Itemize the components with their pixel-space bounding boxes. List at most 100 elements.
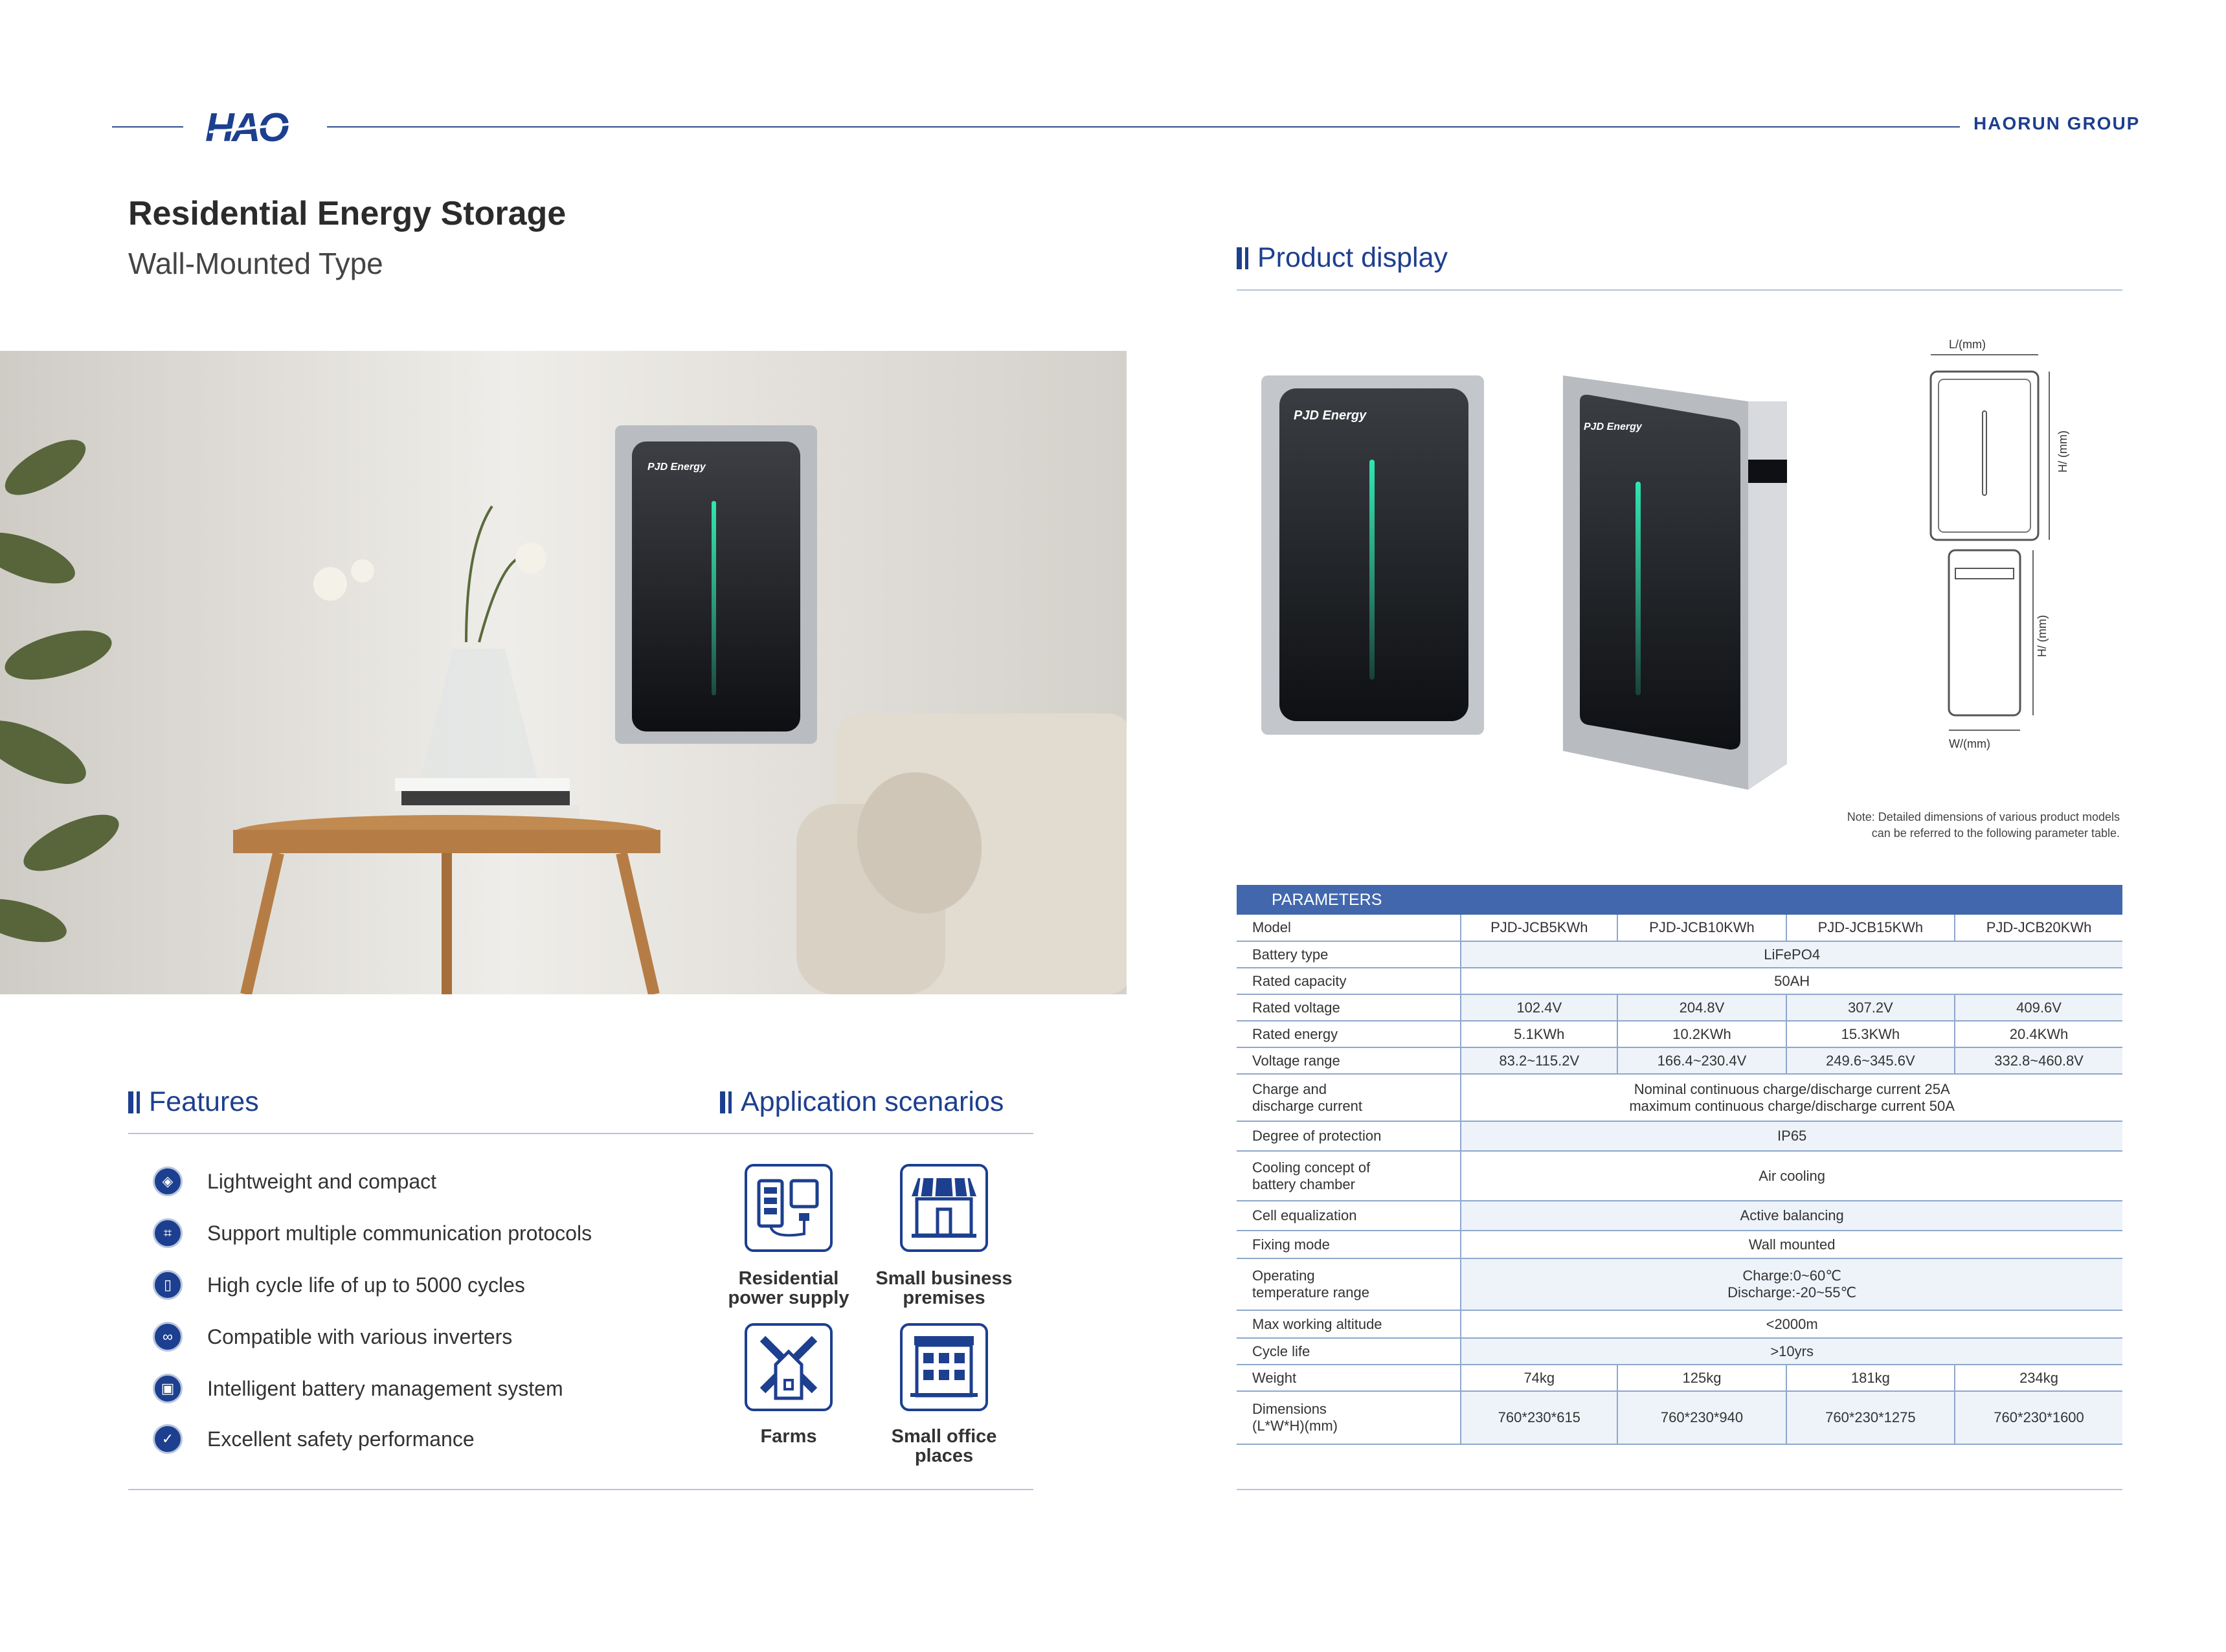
product-heading-text: Product display	[1257, 242, 1448, 273]
table-row: Voltage range 83.2~115.2V 166.4~230.4V 2…	[1237, 1047, 2122, 1075]
table-cell: 125kg	[1617, 1365, 1786, 1392]
network-icon: ⌗	[153, 1218, 183, 1248]
windmill-icon	[745, 1323, 833, 1411]
feature-text: Lightweight and compact	[207, 1169, 436, 1193]
app-label: Small business premises	[860, 1269, 1028, 1308]
app-label-line: Small office	[891, 1426, 997, 1447]
table-cell: 5.1KWh	[1460, 1021, 1618, 1048]
row-label: Degree of protection	[1237, 1121, 1461, 1152]
header-rule-left	[112, 126, 183, 128]
product-side-view: PJD Energy	[1563, 375, 1787, 790]
table-cell: 166.4~230.4V	[1617, 1047, 1786, 1075]
link-icon: ∞	[153, 1322, 183, 1352]
device-badge: PJD Energy	[1584, 421, 1643, 432]
row-label-line: (L*W*H)(mm)	[1252, 1418, 1338, 1434]
bottom-rule-right	[1237, 1489, 2122, 1490]
feature-text: High cycle life of up to 5000 cycles	[207, 1273, 525, 1297]
table-cell: Active balancing	[1460, 1201, 2122, 1231]
feature-item: ◈ Lightweight and compact	[153, 1166, 436, 1196]
product-rule	[1237, 289, 2122, 291]
feature-text: Excellent safety performance	[207, 1427, 475, 1451]
table-cell: 332.8~460.8V	[1954, 1047, 2122, 1075]
product-heading: Product display	[1237, 242, 1448, 274]
feature-text: Intelligent battery management system	[207, 1376, 563, 1400]
table-cell: IP65	[1460, 1121, 2122, 1152]
table-cell: PJD-JCB20KWh	[1954, 915, 2122, 942]
app-label-line: Residential	[738, 1268, 839, 1289]
row-label: Model	[1237, 915, 1461, 942]
table-cell: 760*230*940	[1617, 1391, 1786, 1445]
app-label-line: Farms	[760, 1426, 817, 1447]
row-label: Dimensions (L*W*H)(mm)	[1237, 1391, 1461, 1445]
heading-bar	[728, 1091, 732, 1113]
row-label-line: temperature range	[1252, 1284, 1369, 1300]
table-header: PARAMETERS	[1237, 885, 2122, 915]
table-cell: 181kg	[1785, 1365, 1955, 1392]
table-row: Cell equalization Active balancing	[1237, 1201, 2122, 1231]
row-label: Fixing mode	[1237, 1231, 1461, 1259]
table-cell: PJD-JCB10KWh	[1617, 915, 1786, 942]
dimension-note: Note: Detailed dimensions of various pro…	[1847, 809, 2120, 842]
app-label: Residential power supply	[704, 1269, 873, 1308]
table-cell: 204.8V	[1617, 994, 1786, 1021]
row-label-line: discharge current	[1252, 1097, 1362, 1114]
chip-icon: ▣	[153, 1374, 183, 1403]
table-cell: 234kg	[1954, 1365, 2122, 1392]
table-row: Model PJD-JCB5KWh PJD-JCB10KWh PJD-JCB15…	[1237, 915, 2122, 942]
row-label: Weight	[1237, 1365, 1461, 1392]
row-label: Cooling concept of battery chamber	[1237, 1151, 1461, 1201]
table-cell: PJD-JCB15KWh	[1785, 915, 1955, 942]
dim-height-label-2: H/ (mm)	[2036, 615, 2049, 657]
row-label: Rated voltage	[1237, 994, 1461, 1021]
table-cell: Nominal continuous charge/discharge curr…	[1460, 1074, 2122, 1122]
product-front-view: PJD Energy	[1261, 375, 1484, 735]
table-cell: 409.6V	[1954, 994, 2122, 1021]
table-row: Operating temperature range Charge:0~60℃…	[1237, 1258, 2122, 1311]
heading-bar	[1237, 247, 1242, 269]
feature-text: Support multiple communication protocols	[207, 1221, 592, 1245]
app-label-line: Small business	[875, 1268, 1013, 1289]
table-cell: 15.3KWh	[1785, 1021, 1955, 1048]
features-rule	[128, 1133, 1033, 1134]
feature-text: Compatible with various inverters	[207, 1324, 513, 1348]
dim-length-label: L/(mm)	[1949, 338, 1986, 351]
heading-bar	[128, 1091, 133, 1113]
table-cell: >10yrs	[1460, 1338, 2122, 1365]
cell-line: Discharge:-20~55℃	[1727, 1284, 1857, 1300]
row-label: Max working altitude	[1237, 1310, 1461, 1339]
battery-plug-icon	[745, 1164, 833, 1252]
page-subtitle: Wall-Mounted Type	[128, 247, 383, 280]
cube-icon: ◈	[153, 1166, 183, 1196]
table-row: Cooling concept of battery chamber Air c…	[1237, 1151, 2122, 1201]
table-row: Rated capacity 50AH	[1237, 968, 2122, 995]
table-row: Degree of protection IP65	[1237, 1121, 2122, 1152]
table-row: Battery type LiFePO4	[1237, 941, 2122, 968]
table-cell: Charge:0~60℃ Discharge:-20~55℃	[1460, 1258, 2122, 1311]
row-label: Charge and discharge current	[1237, 1074, 1461, 1122]
header-rule-right	[327, 126, 1960, 128]
table-title: PARAMETERS	[1237, 885, 2122, 915]
row-label-line: Charge and	[1252, 1080, 1327, 1097]
row-label: Operating temperature range	[1237, 1258, 1461, 1311]
table-cell: 760*230*1600	[1954, 1391, 2122, 1445]
dimension-drawing: L/(mm) H/ (mm) H/ (mm) W/(mm)	[1929, 338, 2069, 750]
shield-icon: ✓	[153, 1424, 183, 1454]
group-name: HAORUN GROUP	[1973, 113, 2141, 133]
room-illustration: PJD Energy	[0, 351, 1127, 994]
heading-bar	[720, 1091, 725, 1113]
feature-item: ⌗ Support multiple communication protoco…	[153, 1218, 592, 1248]
dim-width-label: W/(mm)	[1949, 737, 1990, 750]
app-label-line: premises	[903, 1288, 985, 1308]
row-label-line: Dimensions	[1252, 1401, 1327, 1417]
features-heading: Features	[128, 1086, 259, 1118]
table-row: Weight 74kg 125kg 181kg 234kg	[1237, 1365, 2122, 1392]
feature-item: ∞ Compatible with various inverters	[153, 1322, 512, 1352]
cell-line: Charge:0~60℃	[1742, 1267, 1841, 1284]
app-label-line: places	[914, 1446, 974, 1466]
table-row: Cycle life >10yrs	[1237, 1338, 2122, 1365]
table-cell: 249.6~345.6V	[1785, 1047, 1955, 1075]
table-cell: 102.4V	[1460, 994, 1618, 1021]
table-row: Charge and discharge current Nominal con…	[1237, 1074, 2122, 1122]
photo-device-badge: PJD Energy	[647, 462, 706, 473]
row-label: Rated energy	[1237, 1021, 1461, 1048]
